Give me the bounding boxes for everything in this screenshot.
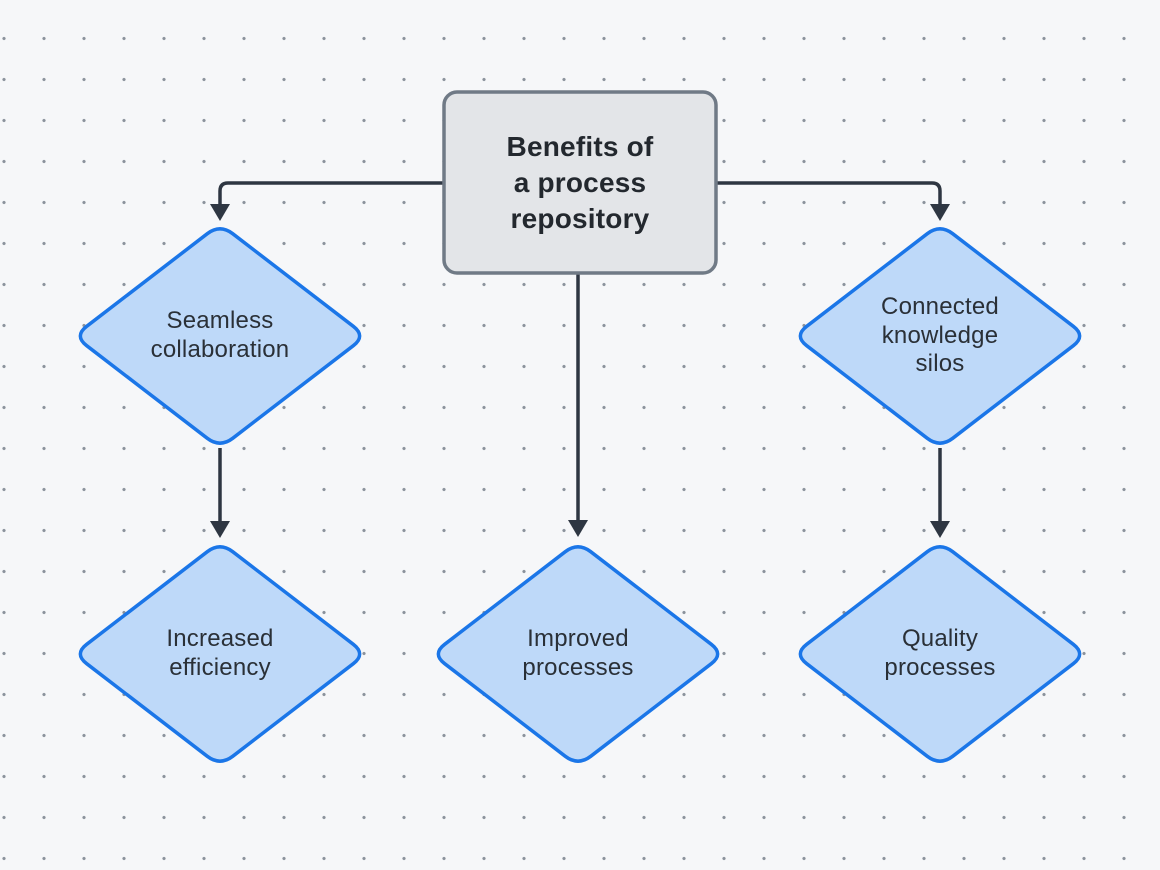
arrowhead-icon — [210, 521, 230, 538]
edge-root-to-improved-processes — [568, 273, 588, 537]
diamond-shape — [798, 545, 1082, 763]
node-connected-knowledge-silos[interactable]: Connected knowledge silos — [790, 220, 1090, 452]
arrowhead-icon — [930, 521, 950, 538]
node-seamless-collaboration[interactable]: Seamless collaboration — [70, 220, 370, 452]
node-quality-processes[interactable]: Quality processes — [790, 538, 1090, 770]
edge-root-to-connected-knowledge-silos — [713, 181, 950, 221]
arrowhead-icon — [210, 204, 230, 221]
arrowhead-icon — [568, 520, 588, 537]
node-benefits-of-a-process-repository[interactable]: Benefits of a process repository — [440, 88, 720, 278]
diamond-shape — [798, 227, 1082, 445]
node-improved-processes[interactable]: Improved processes — [428, 538, 728, 770]
diamond-shape — [78, 227, 362, 445]
arrowhead-icon — [930, 204, 950, 221]
diamond-shape — [78, 545, 362, 763]
edge-seamless-to-increased-efficiency — [210, 448, 230, 538]
node-increased-efficiency[interactable]: Increased efficiency — [70, 538, 370, 770]
edge-connected-to-quality-processes — [930, 448, 950, 538]
edge-root-to-seamless-collaboration — [210, 181, 446, 221]
diamond-shape — [436, 545, 720, 763]
rectangle-shape — [442, 90, 718, 275]
